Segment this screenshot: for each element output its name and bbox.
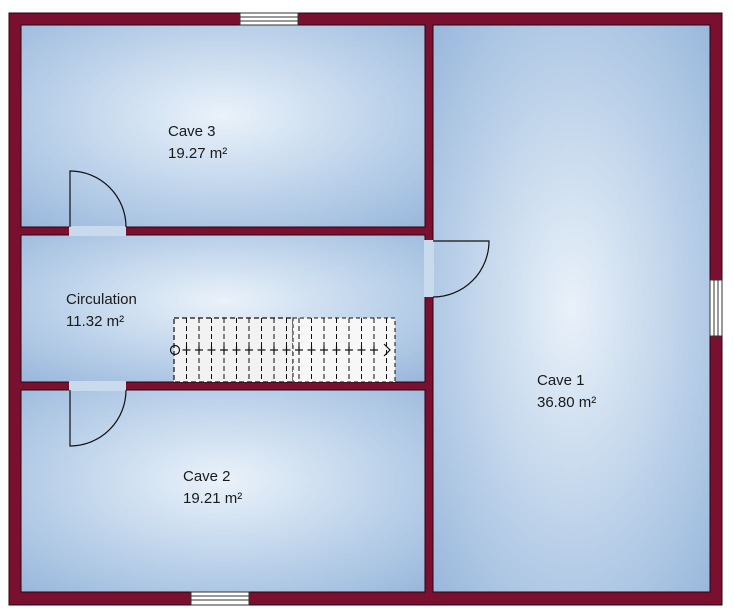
room-area: 36.80 m²	[537, 394, 596, 411]
room-name: Cave 2	[183, 468, 231, 485]
room-cave3	[21, 25, 425, 227]
room-area: 11.32 m²	[66, 313, 124, 330]
label-circulation: Circulation 11.32 m²	[66, 291, 137, 330]
room-cave1	[433, 25, 710, 592]
room-name: Cave 1	[537, 372, 585, 389]
staircase	[169, 317, 396, 383]
door-cave2[interactable]	[69, 381, 127, 447]
room-cave2	[21, 390, 425, 592]
room-name: Circulation	[66, 291, 137, 308]
stair-direction-marks	[182, 346, 378, 354]
label-cave2: Cave 2 19.21 m²	[183, 468, 242, 507]
room-area: 19.21 m²	[183, 490, 242, 507]
room-area: 19.27 m²	[168, 145, 227, 162]
room-name: Cave 3	[168, 123, 216, 140]
stair-arrow-icon	[383, 343, 391, 357]
label-cave1: Cave 1 36.80 m²	[537, 372, 596, 411]
label-cave3: Cave 3 19.27 m²	[168, 123, 227, 162]
door-cave1[interactable]	[424, 240, 490, 298]
window-top	[239, 12, 299, 26]
door-cave3[interactable]	[69, 170, 127, 236]
window-right	[709, 279, 723, 337]
window-bottom	[190, 591, 250, 606]
stair-start-marker	[169, 344, 181, 356]
